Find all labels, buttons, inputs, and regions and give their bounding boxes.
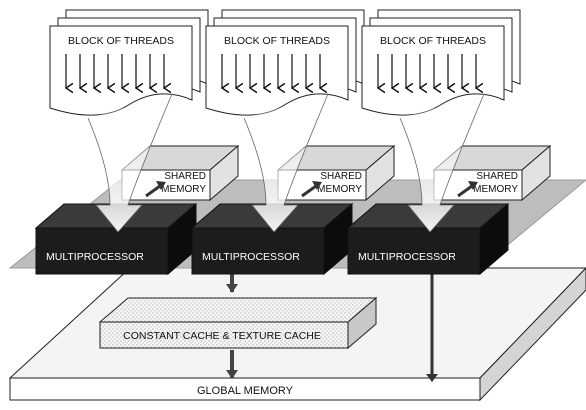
cache-to-global-arrow xyxy=(226,350,238,379)
shared-memory-label-line2: MEMORY xyxy=(161,184,206,195)
up-right-arrow-icon xyxy=(145,181,166,198)
up-right-arrow-icon xyxy=(301,181,322,198)
dispatch-arrow-icon xyxy=(399,93,485,233)
thread-block-stack: BLOCK OF THREADS xyxy=(205,9,365,116)
global-memory-label: GLOBAL MEMORY xyxy=(197,385,294,397)
column-3: SHARED MEMORY MULTIPROCESSOR BLOCK OF THREA… xyxy=(346,9,552,276)
shared-memory-label-line1: SHARED xyxy=(320,171,362,182)
multiprocessor-label: MULTIPROCESSOR xyxy=(46,251,144,263)
dispatch-arrow-icon xyxy=(87,93,173,233)
thread-block-stack: BLOCK OF THREADS xyxy=(49,9,209,116)
shared-memory-label-line2: MEMORY xyxy=(317,184,362,195)
thread-block-columns: SHARED MEMORY MULTIPROCESSOR BLOCK OF THREA… xyxy=(34,9,552,276)
constant-cache-label: CONSTANT CACHE & TEXTURE CACHE xyxy=(123,330,321,342)
column-2: SHARED MEMORY MULTIPROCESSOR BLOCK OF THREA… xyxy=(190,9,396,276)
shared-memory-box: SHARED MEMORY xyxy=(276,144,396,202)
thread-block-stack: BLOCK OF THREADS xyxy=(361,9,521,116)
block-of-threads-label: BLOCK OF THREADS xyxy=(380,35,486,47)
up-right-arrow-icon xyxy=(457,181,478,198)
column-1: SHARED MEMORY MULTIPROCESSOR BLOCK OF THREA… xyxy=(34,9,240,276)
multiprocessor-label: MULTIPROCESSOR xyxy=(202,251,300,263)
shared-memory-label-line1: SHARED xyxy=(164,171,206,182)
shared-memory-label-line1: SHARED xyxy=(476,171,518,182)
dispatch-arrow-icon xyxy=(243,93,329,233)
constant-cache-slab: CONSTANT CACHE & TEXTURE CACHE xyxy=(98,296,378,350)
multiprocessor-label: MULTIPROCESSOR xyxy=(358,251,456,263)
block-of-threads-label: BLOCK OF THREADS xyxy=(224,35,330,47)
block-of-threads-label: BLOCK OF THREADS xyxy=(68,35,174,47)
shared-memory-box: SHARED MEMORY xyxy=(120,144,240,202)
shared-memory-label-line2: MEMORY xyxy=(473,184,518,195)
